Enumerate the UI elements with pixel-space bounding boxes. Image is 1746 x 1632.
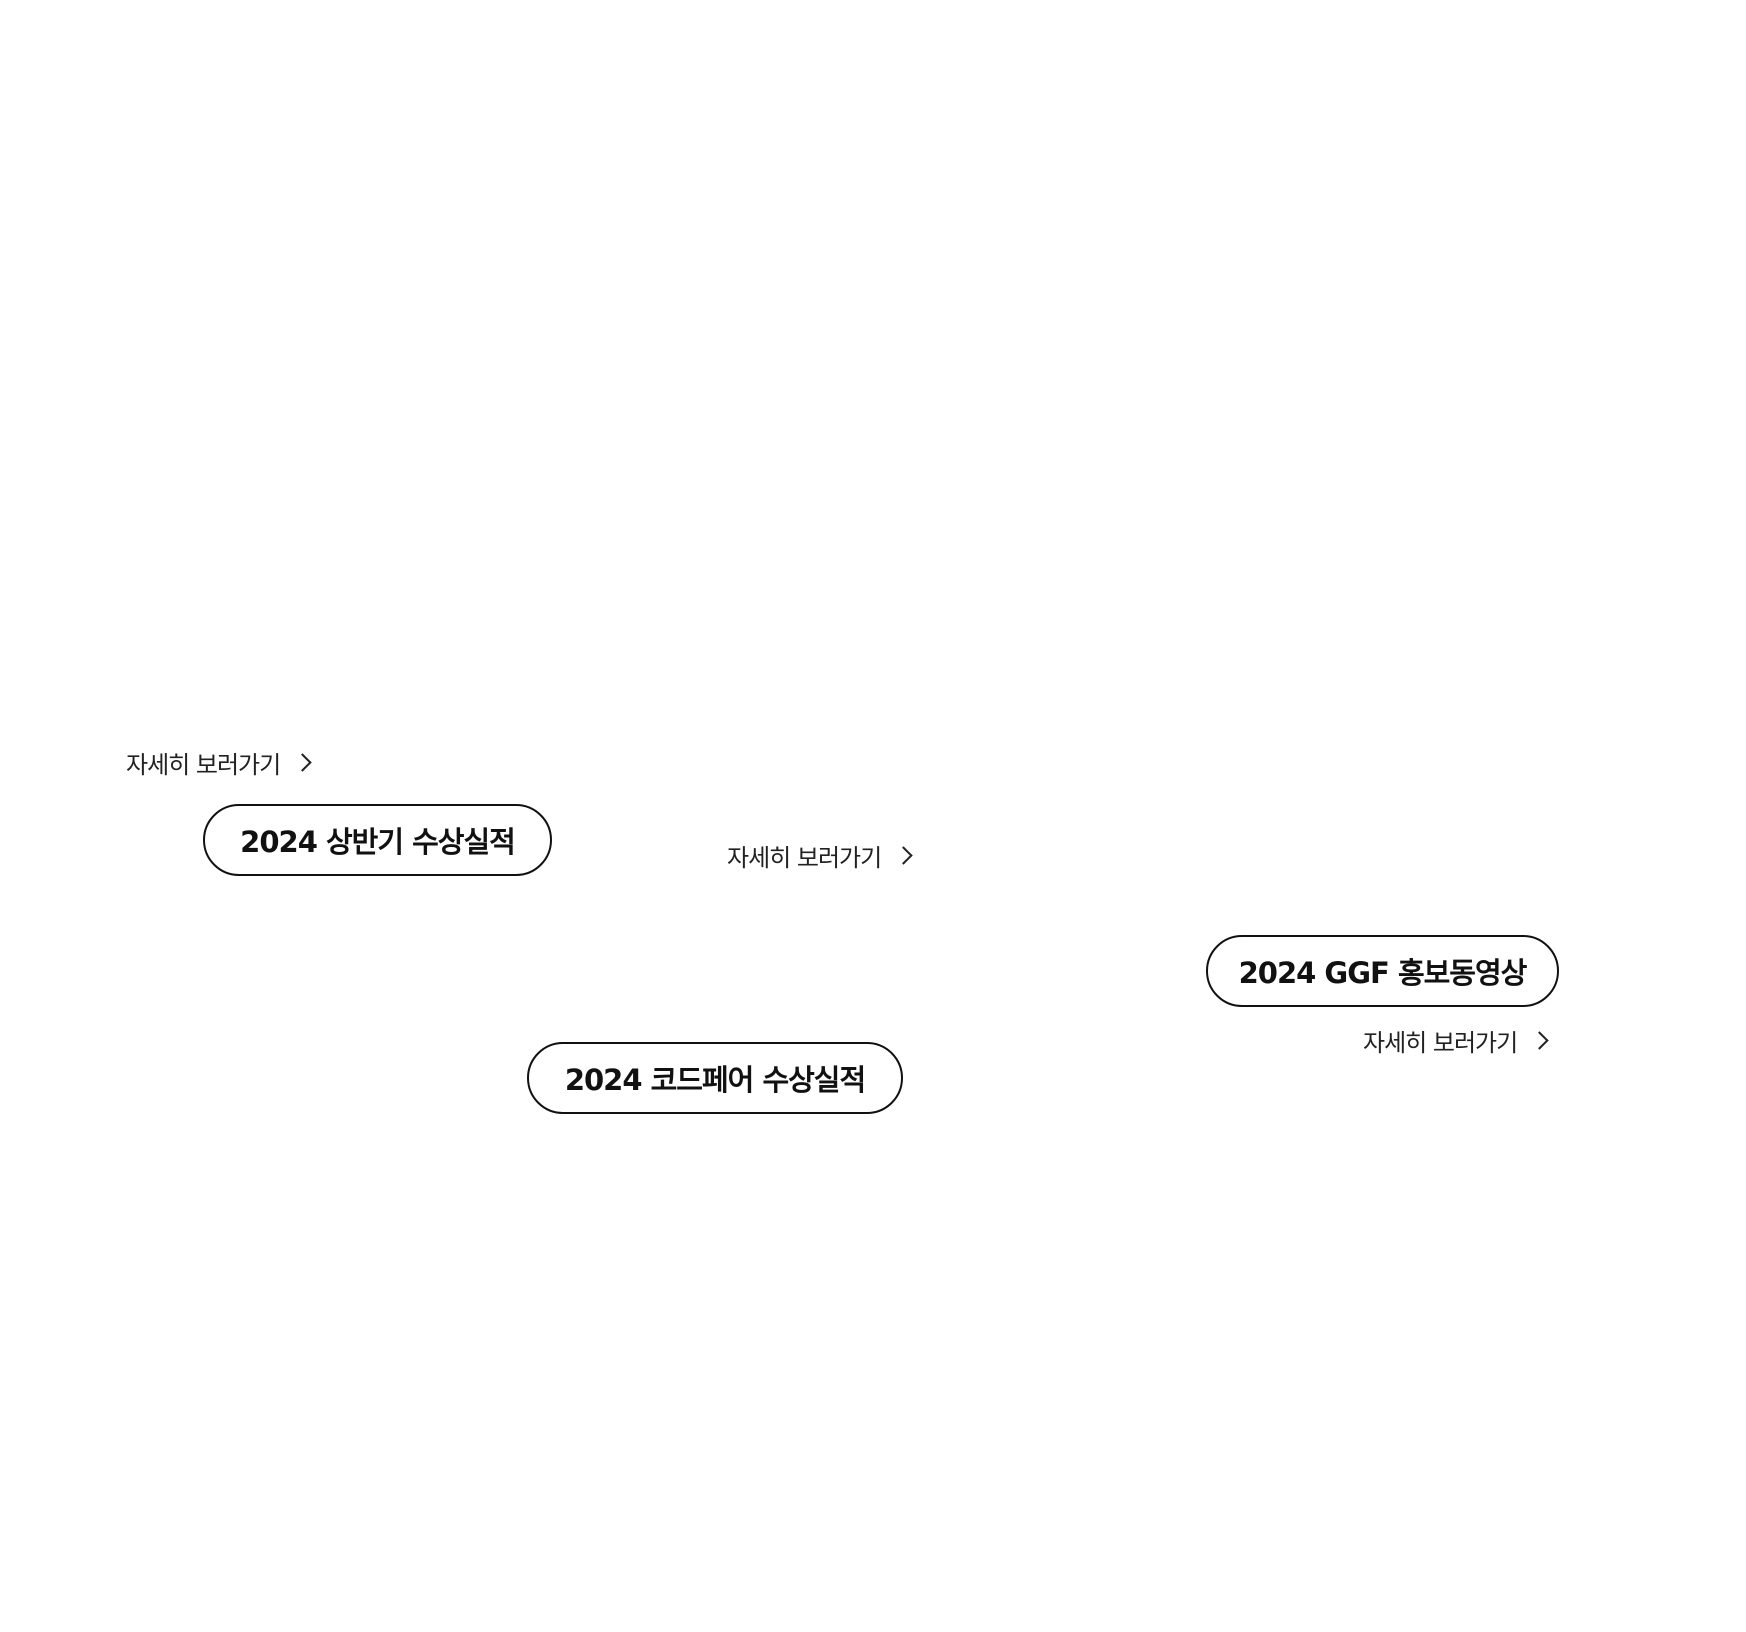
chevron-right-icon [293, 753, 312, 772]
chevron-right-icon [894, 846, 913, 865]
pill-title: 2024 코드페어 수상실적 [564, 1063, 866, 1097]
view-details-link-2[interactable]: 자세히 보러가기 [727, 838, 913, 873]
view-details-label: 자세히 보러가기 [727, 844, 882, 872]
view-details-label: 자세히 보러가기 [1363, 1029, 1518, 1057]
view-details-label: 자세히 보러가기 [126, 751, 281, 779]
chevron-right-icon [1530, 1031, 1549, 1050]
pill-title: 2024 상반기 수상실적 [240, 825, 516, 859]
award-2024-h1-button[interactable]: 2024 상반기 수상실적 [203, 804, 552, 876]
pill-title: 2024 GGF 홍보동영상 [1238, 956, 1528, 990]
codefair-2024-button[interactable]: 2024 코드페어 수상실적 [527, 1042, 903, 1114]
view-details-link-3[interactable]: 자세히 보러가기 [1363, 1023, 1549, 1058]
view-details-link-1[interactable]: 자세히 보러가기 [126, 745, 312, 780]
ggf-2024-video-button[interactable]: 2024 GGF 홍보동영상 [1206, 935, 1559, 1007]
